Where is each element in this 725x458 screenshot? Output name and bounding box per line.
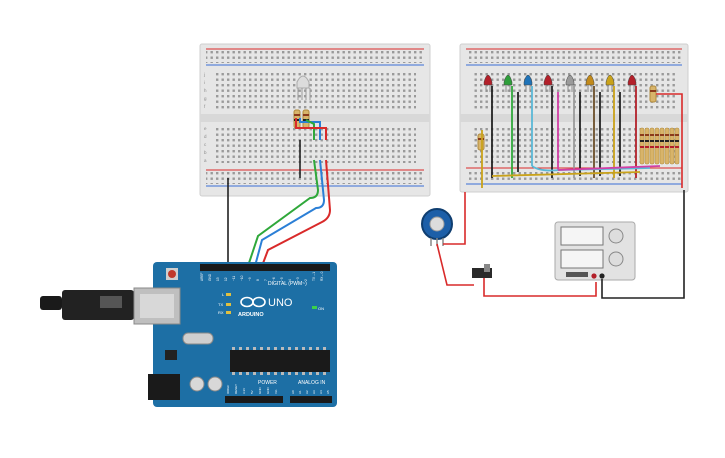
pin-label: ~10 [240, 275, 244, 281]
pin-label: ~3 [296, 277, 300, 281]
bb1-letter-e: e [204, 126, 207, 131]
pin-label: 8 [256, 279, 260, 281]
led-row[interactable] [483, 74, 637, 92]
led-label-rx: RX [218, 310, 224, 315]
led-label-l: L [222, 292, 225, 297]
arduino-brand-label: ARDUINO [238, 312, 264, 318]
digital-header-label: DIGITAL (PWM~) [268, 281, 307, 287]
power-header-label: POWER [258, 380, 277, 386]
bb1-letter-f: f [204, 104, 206, 109]
resistor-bank[interactable] [639, 127, 680, 165]
pin-label: AREF [200, 272, 204, 281]
bank-resistor[interactable] [654, 127, 660, 165]
bb1-letter-c: c [204, 142, 207, 147]
usb-plug-icon [40, 287, 181, 325]
bb1-letter-h: h [204, 88, 207, 93]
bank-resistor[interactable] [669, 127, 675, 165]
bb1-letter-d: d [204, 134, 207, 139]
led-3[interactable] [523, 74, 533, 92]
power-pin-label: 5V [250, 390, 254, 394]
analog-header-label: ANALOG IN [298, 380, 326, 386]
analog-pin-label: A0 [291, 390, 295, 394]
led-1[interactable] [483, 74, 493, 92]
arduino-logo-icon [240, 296, 266, 308]
pin-label: ~6 [272, 277, 276, 281]
bank-resistor[interactable] [659, 127, 665, 165]
power-pin-label: GND [266, 387, 270, 395]
led-2[interactable] [503, 74, 513, 92]
rgb-led[interactable] [296, 75, 311, 100]
potentiometer-icon[interactable] [421, 208, 453, 246]
pin-label: 13 [216, 277, 220, 281]
bb1-letter-b: b [204, 150, 207, 155]
pin-label: 12 [224, 277, 228, 281]
bank-resistor[interactable] [664, 127, 670, 165]
bb1-letter-a: a [204, 158, 207, 163]
analog-pin-label: A3 [312, 390, 316, 394]
power-pin-label: RESET [234, 384, 238, 394]
power-pin-label: GND [258, 387, 262, 395]
pin-label: 2 [304, 279, 308, 281]
led-7[interactable] [605, 74, 615, 92]
slide-switch-icon[interactable] [472, 264, 492, 278]
analog-pin-label: A1 [298, 390, 302, 394]
pin-label: ~9 [248, 277, 252, 281]
bb1-letter-j: j [203, 72, 205, 77]
pin-label: GND [208, 273, 212, 281]
led-4[interactable] [543, 74, 553, 92]
on-label: ON [318, 306, 324, 311]
bank-resistor[interactable] [649, 127, 655, 165]
pin-label: ~5 [280, 277, 284, 281]
power-pin-label: IOREF [226, 385, 230, 394]
power-supply-icon[interactable] [554, 221, 636, 281]
analog-pin-label: A5 [326, 390, 330, 394]
bank-resistor[interactable] [674, 127, 680, 165]
bank-resistor[interactable] [639, 127, 645, 165]
arduino-model-label: UNO [268, 297, 293, 309]
power-pin-label: 3.3V [242, 388, 246, 394]
pin-label: TX→1 [312, 272, 316, 281]
bank-resistor[interactable] [644, 127, 650, 165]
pin-label: RX←0 [320, 271, 324, 281]
analog-pin-label: A4 [319, 390, 323, 394]
pin-label: 7 [264, 279, 268, 281]
arduino-uno-board[interactable]: AREF GND 13 12 ~11 ~10 ~9 8 7 ~6 ~5 4 ~3 2 TX→1 RX←0 DI… [40, 262, 337, 407]
analog-pin-label: A2 [305, 390, 309, 394]
bb1-letter-i: i [204, 80, 205, 85]
pin-label: ~11 [232, 276, 236, 281]
led-label-tx: TX [218, 302, 223, 307]
led-8[interactable] [627, 74, 637, 92]
led-6[interactable] [585, 74, 595, 92]
breadboard-left[interactable]: j i h g f e d c b a [199, 43, 431, 267]
pin-label: 4 [288, 279, 292, 281]
bb1-letter-g: g [204, 96, 207, 101]
led-5[interactable] [565, 74, 575, 92]
power-pin-label: Vin [274, 389, 278, 394]
